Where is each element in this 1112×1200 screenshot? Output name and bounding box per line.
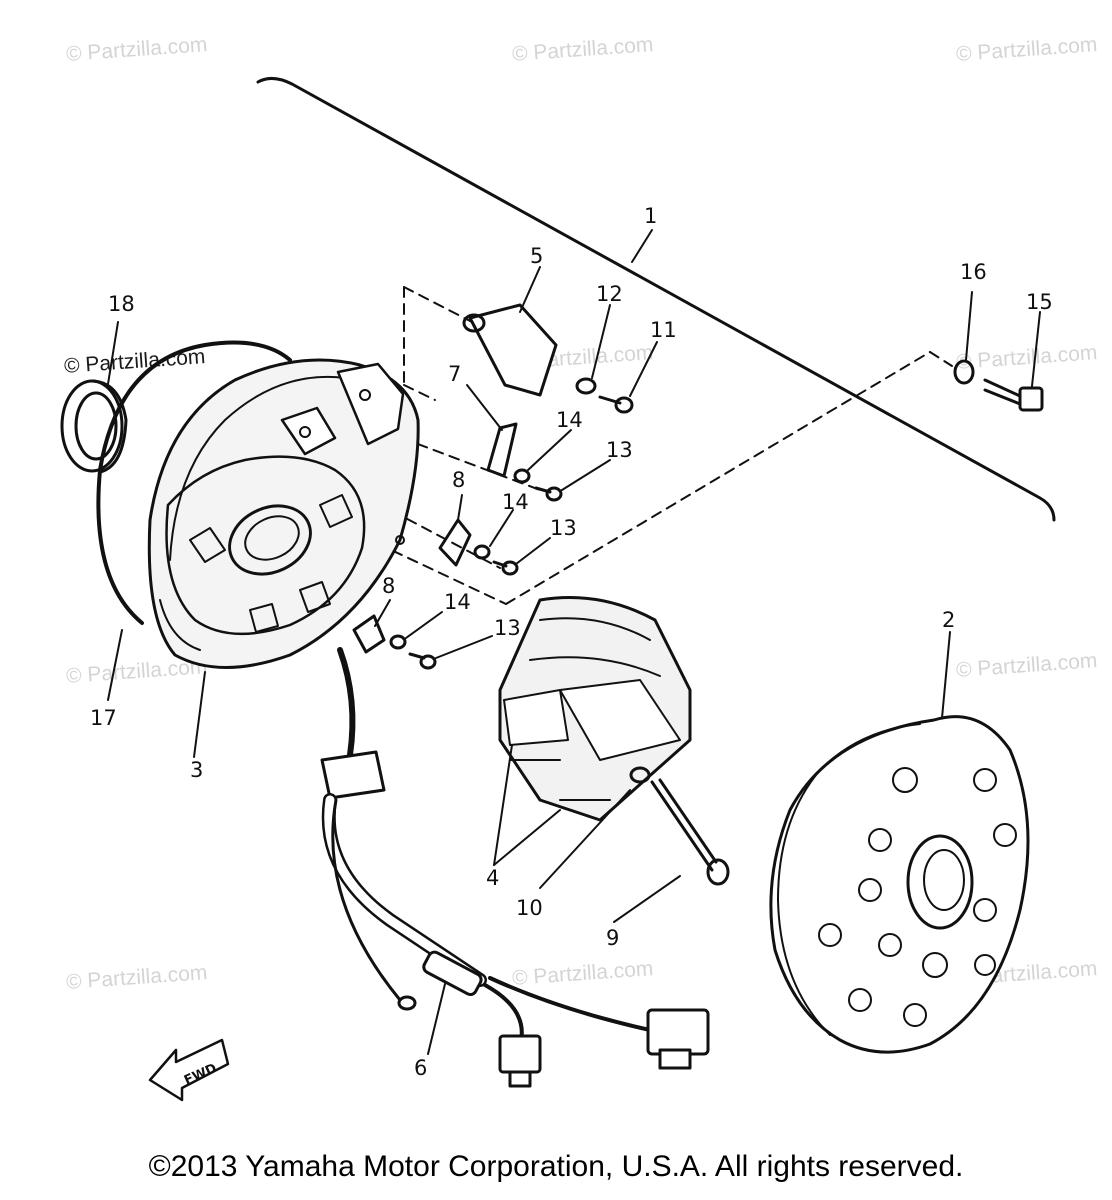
callout-2: 2	[942, 608, 956, 632]
ground-lead	[331, 798, 402, 1002]
callout-17: 17	[90, 706, 117, 730]
callout-16: 16	[960, 260, 987, 284]
clamp-8	[352, 614, 386, 654]
screw-13	[534, 486, 563, 502]
callout-15: 15	[1026, 290, 1053, 314]
stator-base-plate	[147, 358, 420, 669]
callout-13: 13	[494, 616, 521, 640]
callout-4: 4	[486, 866, 500, 890]
wire-sheath-inner	[324, 795, 485, 985]
callout-3: 3	[190, 758, 204, 782]
bolt-15	[983, 378, 1044, 412]
leader-lines	[107, 229, 1041, 1055]
washer-14	[473, 544, 491, 560]
grommet	[320, 750, 386, 800]
callout-6: 6	[414, 1056, 428, 1080]
wire-harness	[422, 950, 710, 1088]
fwd-arrow	[148, 1038, 230, 1102]
callout-14: 14	[502, 490, 529, 514]
callout-10: 10	[516, 896, 543, 920]
callout-12: 12	[596, 282, 623, 306]
oil-seal	[60, 379, 128, 474]
harness-wire	[337, 647, 356, 758]
ground-terminal	[397, 995, 417, 1011]
callout-13: 13	[606, 438, 633, 462]
screw-13	[492, 560, 519, 576]
callout-7: 7	[448, 362, 462, 386]
callout-8: 8	[452, 468, 466, 492]
stator-coil	[498, 596, 692, 822]
callout-5: 5	[530, 244, 544, 268]
callout-9: 9	[606, 926, 620, 950]
washer-16	[953, 359, 975, 385]
washer-14	[389, 634, 407, 650]
callout-1: 1	[644, 204, 658, 228]
clamp-8	[438, 518, 472, 567]
o-ring	[96, 340, 292, 625]
washer-12	[575, 377, 597, 395]
callout-18: 18	[108, 292, 135, 316]
callout-14: 14	[556, 408, 583, 432]
lead-clamp	[486, 422, 518, 478]
callout-8: 8	[382, 574, 396, 598]
callout-13: 13	[550, 516, 577, 540]
screw-13	[408, 652, 437, 670]
assembly-bracket-line	[256, 77, 1056, 522]
screw-11	[598, 395, 634, 414]
callout-11: 11	[650, 318, 677, 342]
washer-14	[513, 468, 531, 484]
callout-14: 14	[444, 590, 471, 614]
condenser	[462, 303, 558, 397]
flywheel-rotor	[769, 715, 1030, 1054]
exploded-view-drawing: FWD	[60, 77, 1056, 1102]
copyright-notice: ©2013 Yamaha Motor Corporation, U.S.A. A…	[148, 1150, 964, 1183]
bolt-9	[650, 778, 730, 886]
washer-10	[629, 766, 651, 784]
